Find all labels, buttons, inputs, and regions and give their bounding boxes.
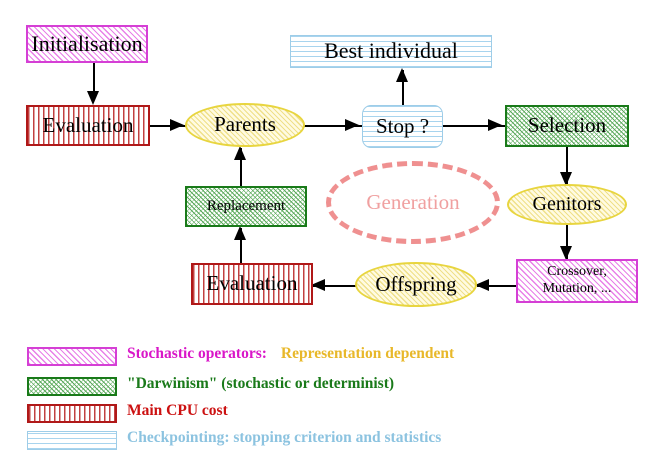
arrowhead-offspring-to-evaluation-bottom (311, 278, 325, 291)
arrowhead-genitors-to-crossover (559, 246, 572, 260)
legend-swatch-magenta-hatch (27, 347, 117, 366)
edge-parents-to-stop (304, 125, 364, 127)
node-evaluation-top-label: Evaluation (42, 112, 134, 137)
node-selection[interactable]: Selection (505, 105, 629, 147)
node-crossover-mutation[interactable]: Crossover, Mutation, ... (516, 259, 638, 303)
node-initialisation[interactable]: Initialisation (26, 25, 148, 63)
node-selection-label: Selection (527, 113, 607, 138)
node-stop[interactable]: Stop ? (362, 105, 443, 148)
legend-label-darwinism: "Darwinism" (stochastic or determinist) (127, 375, 395, 392)
arrowhead-selection-to-genitors (559, 172, 572, 186)
node-generation-label: Generation (366, 190, 460, 214)
legend-swatch-green-hatch (27, 377, 117, 396)
arrowhead-replacement-to-parents (233, 146, 246, 160)
node-parents[interactable]: Parents (185, 103, 305, 147)
legend-label-checkpointing: Checkpointing: stopping criterion and st… (127, 429, 442, 446)
node-initialisation-label: Initialisation (31, 30, 143, 56)
node-replacement-label: Replacement (206, 197, 286, 214)
edge-crossover-to-offspring (477, 285, 517, 287)
edge-stop-to-best-individual (402, 70, 404, 106)
arrowhead-parents-to-stop (345, 118, 359, 131)
legend-label-cpu-cost: Main CPU cost (127, 402, 228, 419)
arrowhead-crossover-to-offspring (475, 278, 489, 291)
node-crossover-mutation-label-line1: Crossover, (547, 264, 607, 280)
legend-swatch-red-vertical (27, 404, 117, 423)
legend-label-stochastic-part1: Stochastic operators: (127, 345, 267, 362)
node-offspring[interactable]: Offspring (355, 262, 477, 307)
edge-offspring-to-evaluation-bottom (313, 285, 358, 287)
node-evaluation-bottom[interactable]: Evaluation (191, 263, 313, 305)
node-replacement[interactable]: Replacement (185, 186, 307, 227)
legend-label-stochastic: Stochastic operators: Representation depe… (127, 345, 454, 363)
node-best-individual-label: Best individual (324, 38, 458, 64)
arrowhead-stop-to-selection (488, 118, 502, 131)
node-evaluation-bottom-label: Evaluation (206, 271, 298, 296)
edge-genitors-to-crossover (566, 224, 568, 260)
edge-stop-to-selection (443, 125, 507, 127)
legend-swatch-blue-horizontal (27, 431, 117, 450)
node-best-individual[interactable]: Best individual (290, 35, 492, 68)
edge-evaluation-top-to-parents (150, 125, 188, 127)
node-genitors-label: Genitors (532, 193, 602, 216)
node-offspring-label: Offspring (375, 271, 457, 296)
node-evaluation-top[interactable]: Evaluation (26, 105, 150, 146)
node-crossover-mutation-label-line2: Mutation, ... (542, 281, 612, 296)
arrowhead-stop-to-best-individual (395, 68, 408, 82)
arrowhead-evaluation-top-to-parents (170, 118, 184, 131)
node-generation: Generation (326, 161, 500, 244)
edge-selection-to-genitors (566, 147, 568, 185)
edge-replacement-to-parents (240, 148, 242, 186)
arrowhead-initialisation-to-evaluation-top (86, 91, 99, 105)
node-genitors[interactable]: Genitors (507, 184, 627, 225)
legend-label-stochastic-part2: Representation dependent (280, 345, 455, 362)
arrowhead-evaluation-bottom-to-replacement (233, 226, 246, 240)
edge-initialisation-to-evaluation-top (93, 63, 95, 97)
node-parents-label: Parents (214, 112, 276, 137)
node-stop-label: Stop ? (375, 113, 430, 138)
edge-evaluation-bottom-to-replacement (240, 228, 242, 264)
